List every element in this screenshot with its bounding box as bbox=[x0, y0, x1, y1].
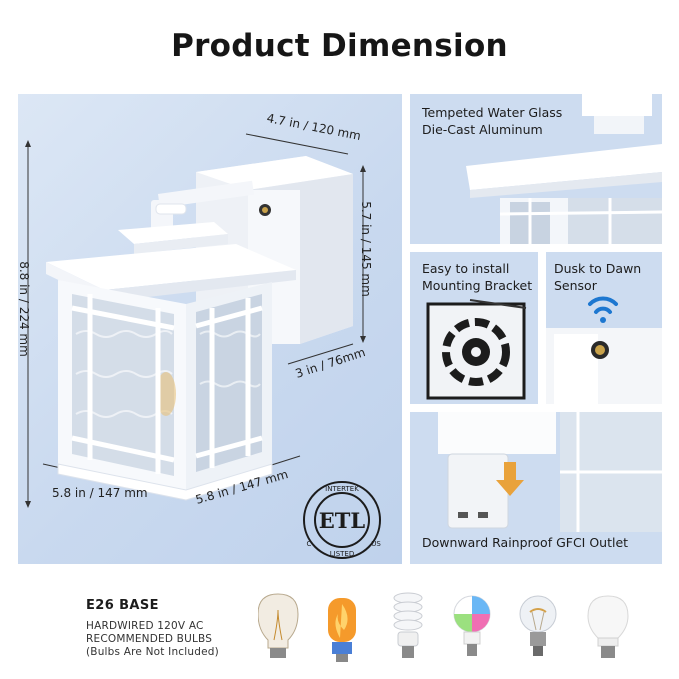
svg-text:ETL: ETL bbox=[319, 508, 366, 533]
spiral-cfl-bulb-icon bbox=[393, 592, 423, 658]
base-note-label: (Bulbs Are Not Included) bbox=[86, 646, 219, 658]
feature-sensor-label: Sensor bbox=[554, 278, 597, 293]
mounting-bracket-icon bbox=[426, 299, 527, 400]
base-type-label: E26 BASE bbox=[86, 598, 159, 613]
box-height-dimension-label: 5.7 in / 145 mm bbox=[358, 201, 373, 297]
page-title: Product Dimension bbox=[171, 28, 508, 64]
feature-gfci-label: Downward Rainproof GFCI Outlet bbox=[422, 535, 629, 550]
recommended-bulbs-row bbox=[258, 592, 629, 662]
gfci-outlet-illustration bbox=[438, 412, 662, 532]
front-width-dimension-label: 5.8 in / 147 mm bbox=[52, 486, 148, 500]
lantern-fixture-illustration bbox=[25, 133, 366, 508]
feature-dusk-label: Dusk to Dawn bbox=[554, 261, 642, 276]
rgb-smart-bulb-icon bbox=[453, 595, 491, 656]
svg-text:US: US bbox=[371, 540, 381, 548]
svg-text:INTERTEK: INTERTEK bbox=[325, 485, 359, 493]
dimension-panel: 4.7 in / 120 mm 5.7 in / 145 mm 8.8 in /… bbox=[18, 94, 402, 564]
gfci-outlet-panel: Downward Rainproof GFCI Outlet bbox=[410, 412, 662, 564]
edison-bulb-icon bbox=[258, 593, 299, 658]
feature-aluminum-label: Die-Cast Aluminum bbox=[422, 122, 543, 137]
lantern-top-detail bbox=[466, 94, 662, 244]
dusk-dawn-sensor-panel: Dusk to Dawn Sensor bbox=[546, 252, 662, 404]
total-height-dimension-label: 8.8 in / 224 mm bbox=[18, 261, 31, 357]
base-voltage-label: HARDWIRED 120V AC bbox=[86, 620, 204, 632]
mounting-bracket-panel: Easy to install Mounting Bracket bbox=[410, 252, 538, 404]
etl-listed-mark: ETL INTERTEK LISTED C US bbox=[303, 481, 381, 559]
sensor-wifi-icon bbox=[546, 296, 662, 404]
svg-text:C: C bbox=[307, 540, 312, 548]
svg-text:LISTED: LISTED bbox=[330, 550, 355, 558]
a19-led-bulb-icon bbox=[587, 595, 629, 658]
filament-globe-bulb-icon bbox=[519, 595, 557, 656]
base-recommended-label: RECOMMENDED BULBS bbox=[86, 633, 213, 645]
feature-easy-install-label: Easy to install bbox=[422, 261, 510, 276]
glass-aluminum-panel: Tempeted Water Glass Die-Cast Aluminum bbox=[410, 94, 662, 244]
feature-bracket-label: Mounting Bracket bbox=[422, 278, 533, 293]
feature-glass-label: Tempeted Water Glass bbox=[422, 105, 563, 120]
flame-bulb-icon bbox=[328, 598, 356, 662]
